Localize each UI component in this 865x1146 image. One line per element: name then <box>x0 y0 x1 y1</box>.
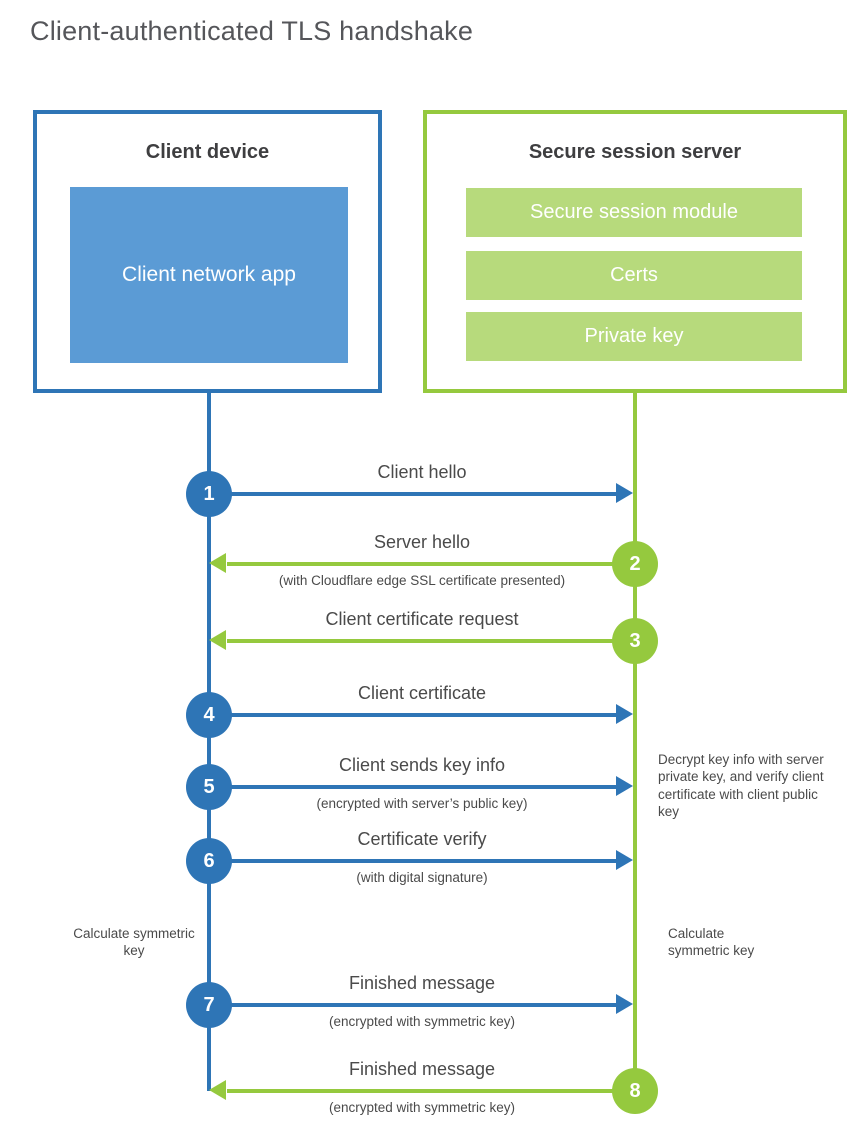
arrow-line <box>227 562 633 566</box>
message-sublabel: (encrypted with server’s public key) <box>316 796 528 811</box>
message-label: Client hello <box>377 462 467 482</box>
server-module-private-key: Private key <box>466 312 802 361</box>
step-circle-3: 3 <box>612 618 658 664</box>
client-network-app-box: Client network app <box>70 187 348 363</box>
calculate-symmetric-key-note-server: Calculate symmetric key <box>668 926 755 959</box>
arrowhead-right-icon <box>616 994 633 1014</box>
arrowhead-right-icon <box>616 850 633 870</box>
step-circle-8: 8 <box>612 1068 658 1114</box>
message-sublabel: (with digital signature) <box>356 870 488 885</box>
client-lifeline <box>207 391 211 1091</box>
client-device-title: Client device <box>145 141 270 163</box>
message-sublabel: (encrypted with symmetric key) <box>328 1014 516 1029</box>
server-module-certs: Certs <box>466 251 802 300</box>
message-label: Client certificate <box>357 683 487 703</box>
message-label: Client sends key info <box>338 755 506 775</box>
message-sublabel: (encrypted with symmetric key) <box>328 1100 516 1115</box>
message-label: Client certificate request <box>325 609 519 629</box>
step-circle-6: 6 <box>186 838 232 884</box>
arrowhead-right-icon <box>616 776 633 796</box>
arrowhead-left-icon <box>209 1080 226 1100</box>
step-circle-7: 7 <box>186 982 232 1028</box>
server-lifeline <box>633 391 637 1091</box>
message-sublabel: (with Cloudflare edge SSL certificate pr… <box>278 573 566 588</box>
step-circle-1: 1 <box>186 471 232 517</box>
message-label: Certificate verify <box>357 829 487 849</box>
arrow-line <box>227 1089 633 1093</box>
step-circle-5: 5 <box>186 764 232 810</box>
arrowhead-left-icon <box>209 630 226 650</box>
message-label: Server hello <box>373 532 471 552</box>
arrowhead-right-icon <box>616 704 633 724</box>
arrowhead-left-icon <box>209 553 226 573</box>
message-label: Finished message <box>348 973 496 993</box>
arrow-line <box>211 1003 617 1007</box>
step-circle-4: 4 <box>186 692 232 738</box>
arrow-line <box>211 859 617 863</box>
page-title: Client-authenticated TLS handshake <box>30 16 474 46</box>
calculate-symmetric-key-note-client: Calculate symmetric key <box>73 926 195 959</box>
secure-session-server-title: Secure session server <box>528 141 742 163</box>
arrow-line <box>211 785 617 789</box>
server-module-secure-session: Secure session module <box>466 188 802 237</box>
arrow-line <box>211 492 617 496</box>
client-network-app-label: Client network app <box>122 262 296 286</box>
decrypt-note: Decrypt key info with server private key… <box>658 752 824 819</box>
arrowhead-right-icon <box>616 483 633 503</box>
arrow-line <box>227 639 633 643</box>
message-label: Finished message <box>348 1059 496 1079</box>
step-circle-2: 2 <box>612 541 658 587</box>
arrow-line <box>211 713 617 717</box>
